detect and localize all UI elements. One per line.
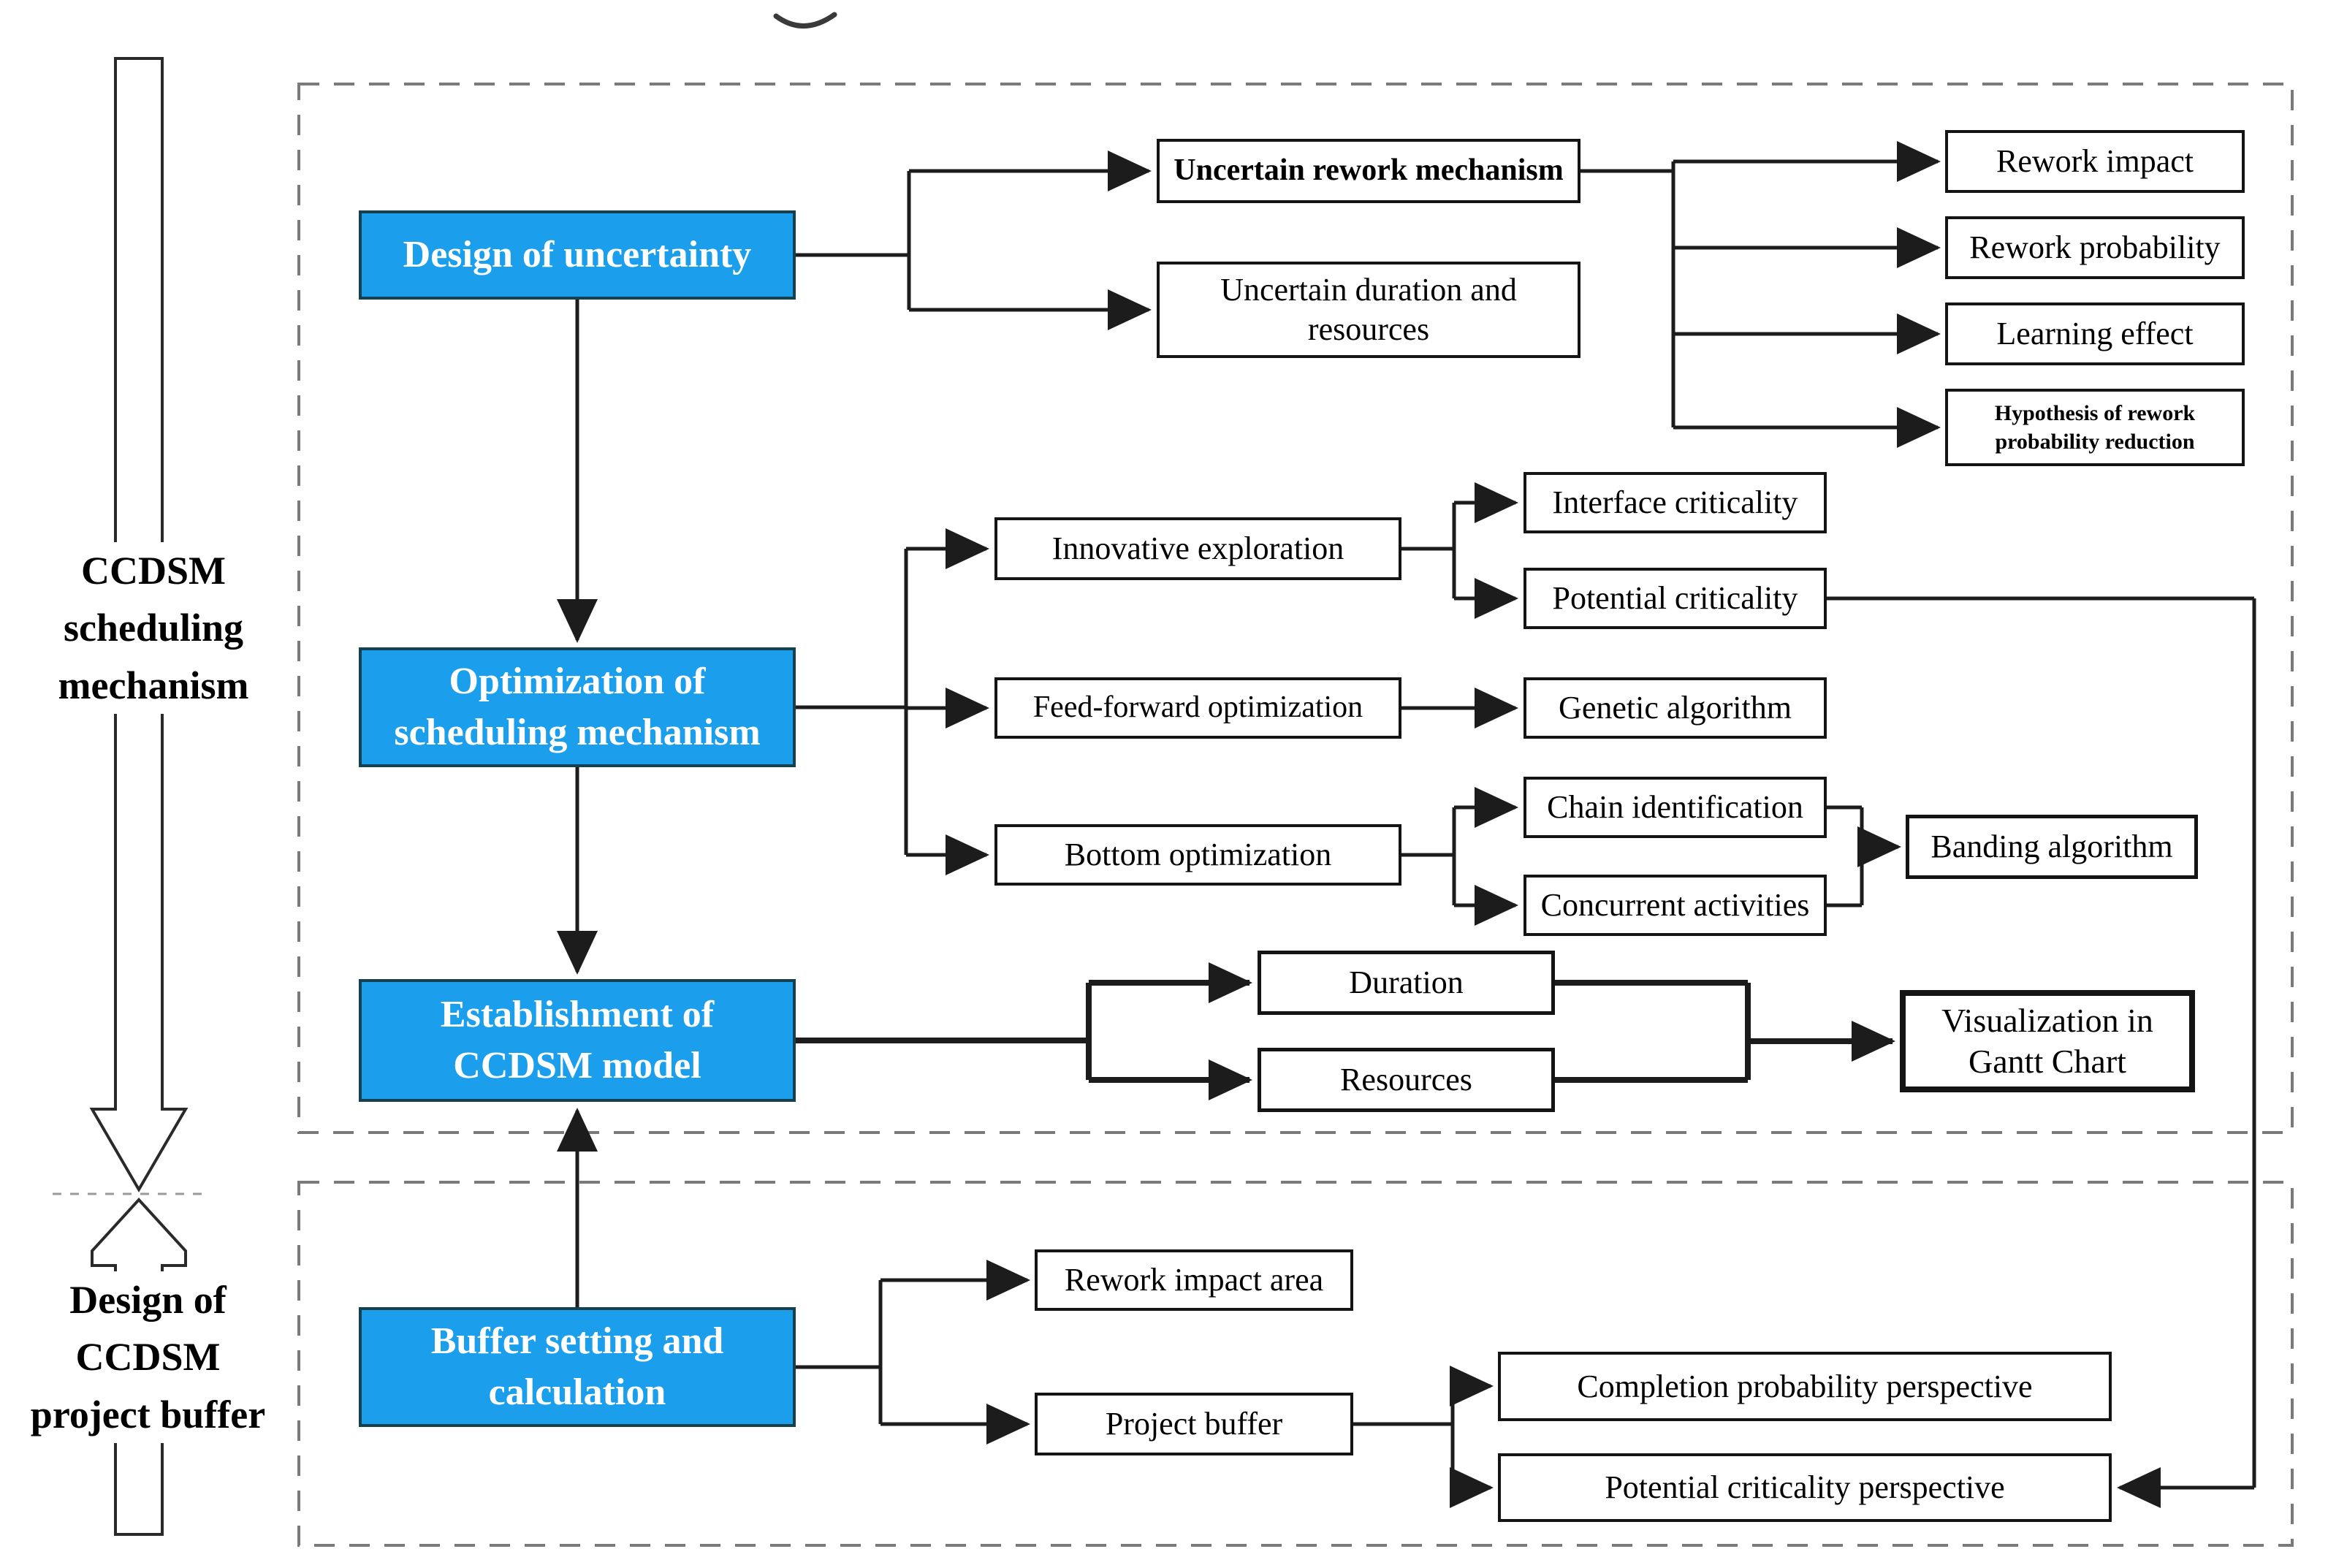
node-rework-probability: Rework probability bbox=[1945, 216, 2245, 279]
node-rework-impact-area: Rework impact area bbox=[1035, 1249, 1353, 1311]
node-learning-effect: Learning effect bbox=[1945, 302, 2245, 365]
node-concurrent-activities: Concurrent activities bbox=[1524, 875, 1827, 936]
label-design-ccdsm-project-buffer: Design of CCDSM project buffer bbox=[11, 1271, 285, 1443]
dashed-region-project-buffer bbox=[297, 1181, 2294, 1547]
node-uncertain-rework-mechanism: Uncertain rework mechanism bbox=[1157, 139, 1580, 203]
node-establishment-of-ccdsm-model: Establishment of CCDSM model bbox=[359, 979, 796, 1102]
label-ccdsm-scheduling-mechanism: CCDSM scheduling mechanism bbox=[22, 542, 285, 714]
node-uncertain-duration-and-resources: Uncertain duration and resources bbox=[1157, 262, 1580, 358]
node-resources: Resources bbox=[1258, 1048, 1555, 1112]
node-buffer-setting-and-calculation: Buffer setting and calculation bbox=[359, 1307, 796, 1427]
node-hypothesis-of-rework-probability-reduction: Hypothesis of rework probability reducti… bbox=[1945, 389, 2245, 466]
node-project-buffer: Project buffer bbox=[1035, 1393, 1353, 1455]
node-innovative-exploration: Innovative exploration bbox=[994, 517, 1401, 580]
node-genetic-algorithm: Genetic algorithm bbox=[1524, 677, 1827, 739]
node-interface-criticality: Interface criticality bbox=[1524, 472, 1827, 533]
node-feed-forward-optimization: Feed-forward optimization bbox=[994, 677, 1401, 739]
node-optimization-of-scheduling-mechanism: Optimization of scheduling mechanism bbox=[359, 647, 796, 767]
dashed-region-scheduling-mechanism bbox=[297, 83, 2294, 1134]
node-potential-criticality: Potential criticality bbox=[1524, 568, 1827, 629]
node-completion-probability-perspective: Completion probability perspective bbox=[1498, 1352, 2112, 1421]
node-rework-impact: Rework impact bbox=[1945, 130, 2245, 193]
node-visualization-in-gantt-chart: Visualization in Gantt Chart bbox=[1900, 990, 2195, 1092]
node-duration: Duration bbox=[1258, 951, 1555, 1015]
node-design-of-uncertainty: Design of uncertainty bbox=[359, 210, 796, 300]
node-chain-identification: Chain identification bbox=[1524, 777, 1827, 838]
node-banding-algorithm: Banding algorithm bbox=[1906, 815, 2198, 879]
node-potential-criticality-perspective: Potential criticality perspective bbox=[1498, 1453, 2112, 1522]
stray-ink-mark bbox=[773, 12, 837, 28]
node-bottom-optimization: Bottom optimization bbox=[994, 824, 1401, 886]
